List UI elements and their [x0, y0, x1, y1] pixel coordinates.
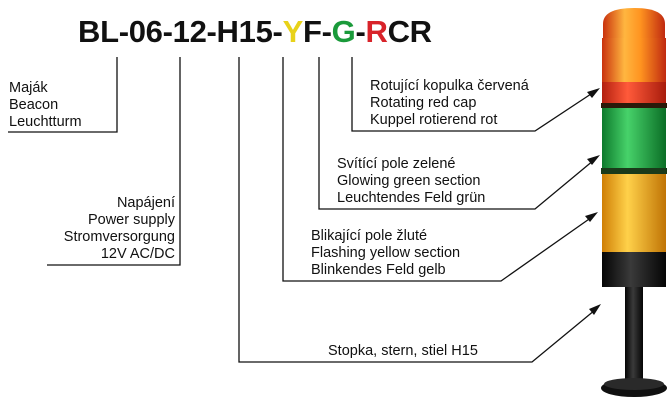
label-yellow-cz: Blikající pole žluté [311, 228, 428, 244]
leader-yellow [282, 57, 593, 282]
label-green-en: Glowing green section [337, 173, 481, 189]
label-green-de: Leuchtendes Feld grün [337, 190, 486, 206]
cap-dome [603, 8, 665, 40]
arrowhead-red [587, 88, 600, 98]
arrowhead-yellow [585, 212, 598, 222]
label-stem: Stopka, stern, stiel H15 [328, 343, 478, 360]
separator-2 [601, 168, 667, 174]
arrowhead-green [587, 155, 600, 165]
leader-power [47, 57, 181, 266]
product-code: BL-06-12-H15-YF-G-RCR [78, 14, 432, 50]
code-segment: Y [282, 14, 304, 49]
label-power: Napájení Power supply Stromversorgung 12… [64, 195, 175, 263]
label-red-cap-de: Kuppel rotierend rot [370, 112, 498, 128]
cap-body [602, 38, 666, 86]
label-red-cap-en: Rotating red cap [370, 95, 477, 111]
leader-green [318, 57, 595, 210]
base-housing [602, 252, 666, 287]
code-segment: BL-06-12-H15- [78, 14, 283, 49]
label-beacon: Maják Beacon Leuchtturm [9, 80, 82, 131]
label-stem-text: Stopka, stern, stiel H15 [328, 343, 478, 359]
code-segment: G [331, 14, 356, 49]
leader-beacon [8, 57, 118, 133]
label-yellow: Blikající pole žluté Flashing yellow sec… [311, 228, 460, 279]
code-segment: R [365, 14, 388, 49]
label-beacon-de: Leuchtturm [9, 114, 82, 130]
code-segment: CR [387, 14, 432, 49]
green-section [602, 108, 666, 168]
label-green: Svítící pole zelené Glowing green sectio… [337, 156, 485, 207]
leader-stem [238, 57, 596, 363]
separator-1 [601, 103, 667, 108]
label-power-de: Stromversorgung [63, 229, 175, 245]
label-beacon-cz: Maják [9, 80, 48, 96]
label-red-cap: Rotující kopulka červená Rotating red ca… [370, 78, 529, 129]
red-band [602, 82, 666, 104]
leader-red [351, 57, 595, 132]
label-yellow-en: Flashing yellow section [311, 245, 461, 261]
label-yellow-de: Blinkendes Feld gelb [311, 262, 446, 278]
code-segment: - [355, 14, 366, 49]
yellow-section [602, 174, 666, 252]
label-power-cz: Napájení [116, 195, 175, 211]
code-segment: F- [302, 14, 332, 49]
label-beacon-en: Beacon [9, 97, 59, 113]
label-power-voltage: 12V AC/DC [100, 246, 175, 262]
stem-pole [625, 287, 643, 382]
arrowhead-stem [589, 304, 601, 315]
label-power-en: Power supply [87, 212, 175, 228]
label-red-cap-cz: Rotující kopulka červená [370, 78, 529, 94]
label-green-cz: Svítící pole zelené [337, 156, 456, 172]
